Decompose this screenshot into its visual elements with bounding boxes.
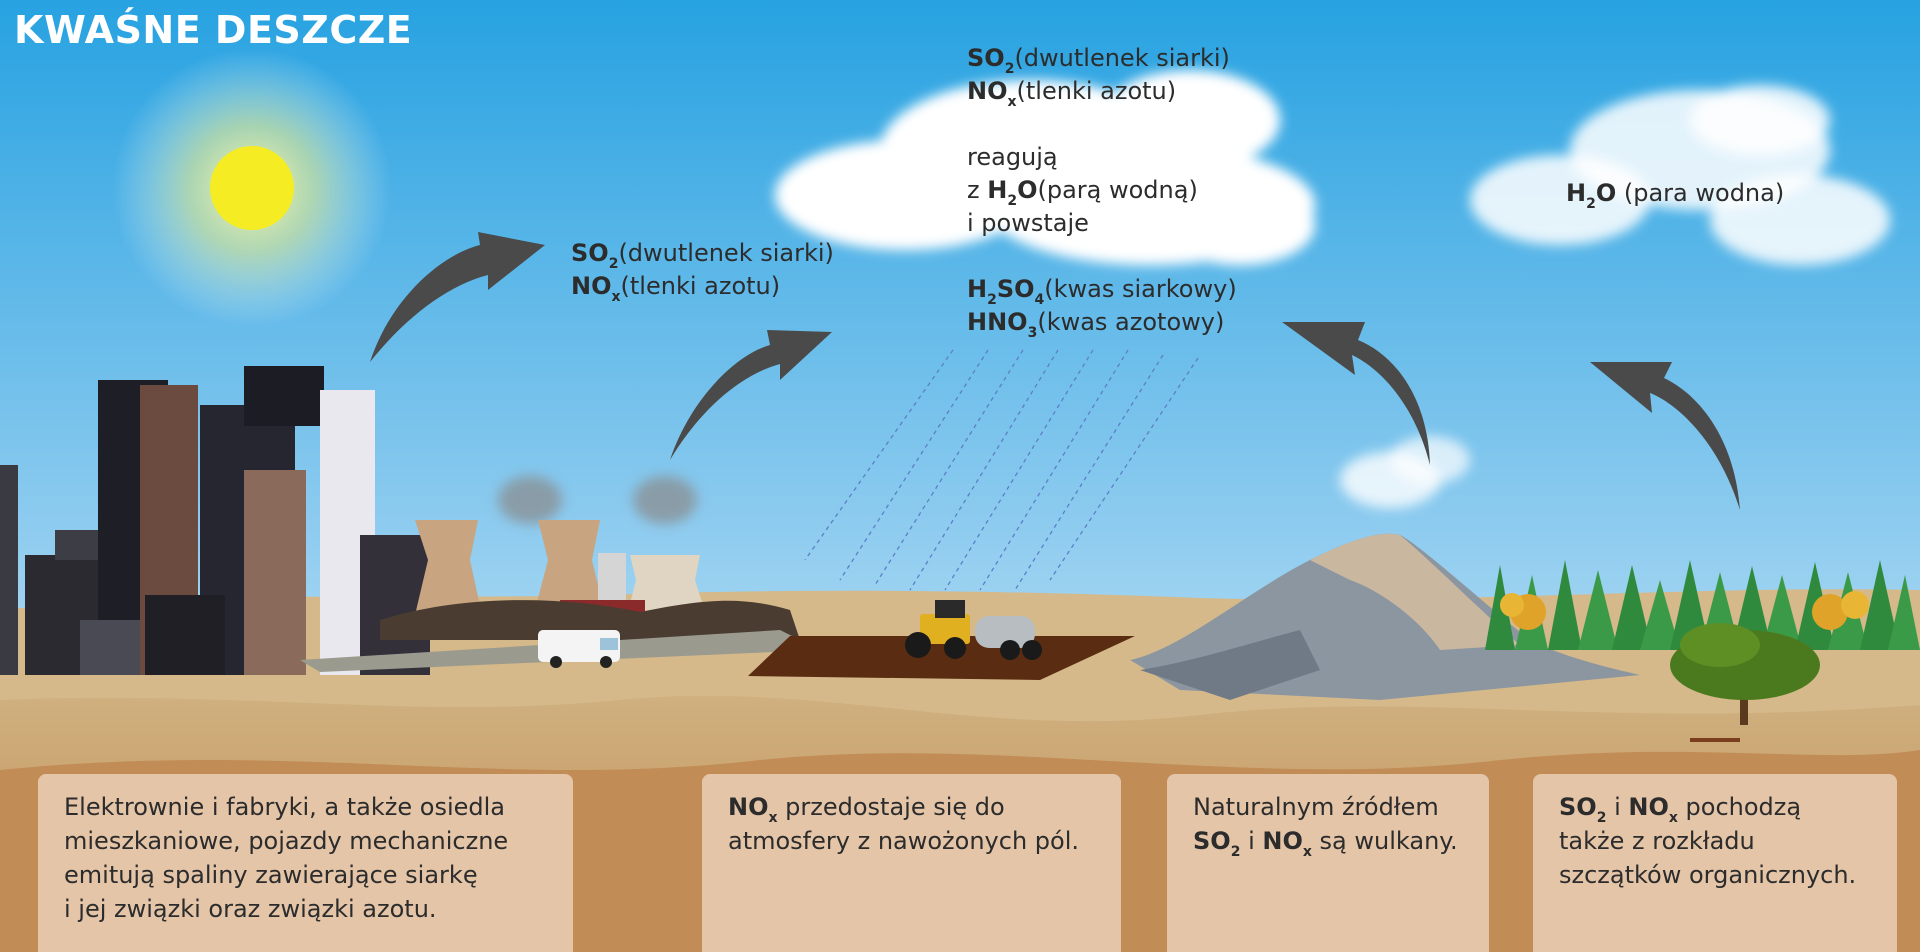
arrow-city-icon	[370, 232, 545, 362]
react-prefix: z	[967, 176, 988, 204]
volcano-icon	[1130, 436, 1640, 700]
h2o-description: (parą wodną)	[1037, 176, 1198, 204]
h2o-formula-h: H	[987, 176, 1008, 204]
arrow-power-icon	[670, 330, 832, 460]
nox-formula: NO	[1628, 793, 1669, 821]
nox-formula: NO	[571, 272, 612, 300]
h2o-formula-h: H	[1566, 179, 1587, 207]
react-line-3: i powstaje	[967, 209, 1089, 237]
box-text-line: mieszkaniowe, pojazdy mechaniczne	[64, 827, 509, 855]
nox-formula: NO	[1262, 827, 1303, 855]
so2-formula: SO	[1193, 827, 1231, 855]
box-text: pochodzą	[1677, 793, 1802, 821]
van-icon	[538, 630, 620, 668]
sun-icon	[112, 48, 392, 328]
info-box-volcano: Naturalnym źródłem SO2 i NOx są wulkany.	[1167, 774, 1489, 952]
so2-description: (dwutlenek siarki)	[1014, 44, 1230, 72]
forest	[1485, 560, 1920, 650]
box-text-line: atmosfery z nawożonych pól.	[728, 827, 1079, 855]
subscript: x	[1302, 844, 1312, 860]
subscript: 2	[1007, 193, 1018, 209]
box-text: i	[1240, 827, 1263, 855]
box-text-line: Elektrownie i fabryki, a także osiedla	[64, 793, 505, 821]
info-box-industry: Elektrownie i fabryki, a także osiedla m…	[38, 774, 573, 952]
tree-icon	[1670, 623, 1820, 742]
box-text-line: i jej związki oraz związki azotu.	[64, 895, 437, 923]
h2so4-description: (kwas siarkowy)	[1044, 275, 1237, 303]
page-title: KWAŚNE DESZCZE	[14, 8, 413, 52]
box-text: i	[1606, 793, 1629, 821]
subscript: 2	[1586, 196, 1596, 212]
box-text-line: także z rozkładu	[1559, 827, 1755, 855]
cloud-label: SO2(dwutlenek siarki) NOx(tlenki azotu) …	[967, 42, 1237, 341]
so2-formula: SO	[967, 44, 1005, 72]
arrow-forest-icon	[1590, 362, 1740, 510]
so2-description: (dwutlenek siarki)	[618, 239, 834, 267]
nox-description: (tlenki azotu)	[1016, 77, 1177, 105]
city-buildings	[0, 366, 430, 675]
emissions-nox-line: NOx(tlenki azotu)	[571, 270, 834, 305]
box-text-line: NOx przedostaje się do	[728, 790, 1095, 826]
cloud-nox-line: NOx(tlenki azotu)	[967, 75, 1237, 110]
nox-formula: NO	[967, 77, 1008, 105]
subscript: 2	[608, 256, 619, 272]
hno3-description: (kwas azotowy)	[1037, 308, 1225, 336]
box-text-line: emitują spaliny zawierające siarkę	[64, 861, 478, 889]
h2o-formula-o: O	[1017, 176, 1038, 204]
emissions-so2-line: SO2(dwutlenek siarki)	[571, 237, 834, 272]
emissions-label: SO2(dwutlenek siarki) NOx(tlenki azotu)	[571, 237, 834, 305]
subscript: 4	[1034, 292, 1045, 308]
h2o-formula-o: O	[1595, 179, 1617, 207]
react-line-1: reagują	[967, 143, 1058, 171]
power-plant	[380, 476, 800, 640]
box-text-line: szczątków organicznych.	[1559, 861, 1857, 889]
box-text-line: SO2 i NOx pochodzą	[1559, 790, 1871, 826]
so2-formula: SO	[571, 239, 609, 267]
rain-lines	[804, 349, 1199, 591]
hno3-formula: HNO	[967, 308, 1028, 336]
vapor-label: H2O (para wodna)	[1566, 177, 1785, 212]
subscript: 2	[987, 292, 997, 308]
box-text-line: SO2 i NOx są wulkany.	[1193, 824, 1463, 860]
subscript: 3	[1027, 325, 1038, 341]
subscript: x	[611, 289, 621, 305]
subscript: x	[768, 810, 778, 826]
info-box-fields: NOx przedostaje się do atmosfery z nawoż…	[702, 774, 1121, 952]
nox-formula: NO	[728, 793, 769, 821]
box-text: przedostaje się do	[777, 793, 1005, 821]
cloud-so2-line: SO2(dwutlenek siarki)	[967, 42, 1237, 77]
vapor-description: (para wodna)	[1616, 179, 1785, 207]
hno3-line: HNO3(kwas azotowy)	[967, 306, 1237, 341]
cloud-small	[1470, 85, 1890, 265]
arrow-volcano-icon	[1282, 322, 1430, 465]
subscript: x	[1668, 810, 1678, 826]
subscript: x	[1007, 94, 1017, 110]
arrows	[370, 232, 1740, 510]
tractor-icon	[905, 600, 1042, 660]
so2-formula: SO	[1559, 793, 1597, 821]
h2so4-line: H2SO4(kwas siarkowy)	[967, 273, 1237, 308]
react-line-2: z H2O(parą wodną)	[967, 174, 1237, 209]
box-text-line: Naturalnym źródłem	[1193, 793, 1439, 821]
subscript: 2	[1230, 844, 1241, 860]
info-box-decay: SO2 i NOx pochodzą także z rozkładu szcz…	[1533, 774, 1897, 952]
h2so4-formula-so: SO	[996, 275, 1035, 303]
h2so4-formula-h: H	[967, 275, 988, 303]
nox-description: (tlenki azotu)	[620, 272, 781, 300]
box-text: są wulkany.	[1311, 827, 1458, 855]
subscript: 2	[1596, 810, 1607, 826]
cloud-large	[775, 70, 1315, 265]
subscript: 2	[1004, 61, 1015, 77]
